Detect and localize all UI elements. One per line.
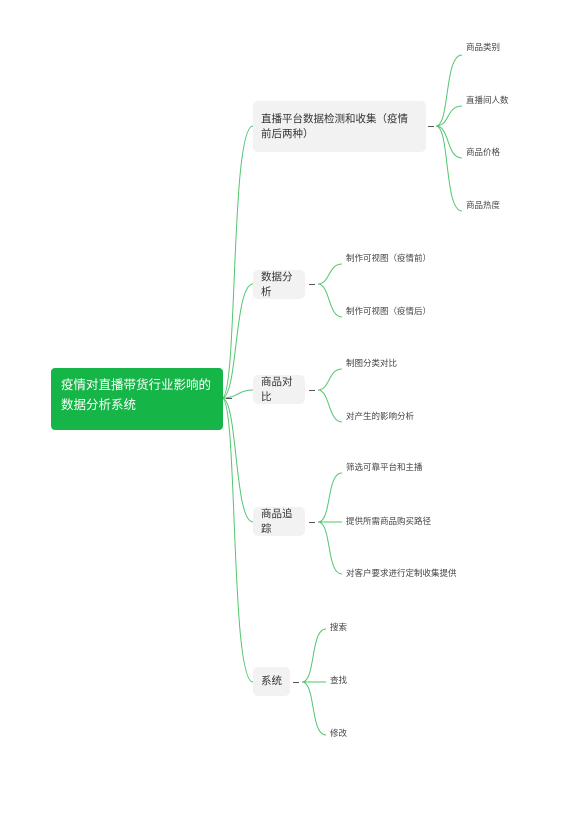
connector-root-branch-1: [221, 283, 254, 399]
leaf-item[interactable]: 商品类别: [466, 43, 501, 53]
branch-label: 直播平台数据检测和收集（疫情前后两种）: [261, 112, 408, 140]
leaf-item[interactable]: 筛选可靠平台和主播: [346, 463, 423, 473]
root-node[interactable]: 疫情对直播带货行业影响的数据分析系统: [51, 368, 223, 430]
root-title: 疫情对直播带货行业影响的数据分析系统: [61, 377, 212, 412]
branch-label: 商品追踪: [261, 507, 293, 535]
collapse-toggle-branch-2[interactable]: [309, 390, 315, 392]
leaf-item[interactable]: 搜索: [330, 623, 348, 633]
branch-node-product-comparison[interactable]: 商品对比: [253, 375, 305, 404]
connector-b1-c0: [317, 263, 343, 285]
branch-node-system[interactable]: 系统: [253, 667, 290, 696]
leaf-item[interactable]: 制作可视图（疫情前）: [346, 254, 432, 264]
connector-root-branch-3: [221, 397, 254, 523]
leaf-item[interactable]: 直播间人数: [466, 96, 509, 106]
connector-b2-c1: [317, 389, 343, 423]
leaf-item[interactable]: 查找: [330, 676, 348, 686]
leaf-item[interactable]: 制作可视图（疫情后）: [346, 307, 432, 317]
connector-b4-c2: [301, 681, 327, 736]
leaf-item[interactable]: 制图分类对比: [346, 359, 398, 369]
collapse-toggle-root[interactable]: [226, 398, 232, 400]
leaf-item[interactable]: 对产生的影响分析: [346, 412, 415, 422]
branch-node-product-tracking[interactable]: 商品追踪: [253, 507, 305, 536]
branch-label: 系统: [261, 675, 282, 687]
connector-root-branch-4: [221, 397, 254, 683]
branch-label: 商品对比: [261, 375, 293, 403]
connector-b3-c0: [317, 472, 343, 523]
leaf-item[interactable]: 提供所需商品购买路径: [346, 517, 432, 527]
connector-b0-c0: [435, 54, 463, 127]
leaf-item[interactable]: 对客户要求进行定制收集提供: [346, 569, 457, 579]
collapse-toggle-branch-1[interactable]: [309, 284, 315, 286]
connector-b2-c0: [317, 368, 343, 391]
connector-b4-c0: [301, 628, 327, 683]
connector-b1-c1: [317, 283, 343, 318]
connector-root-branch-2: [221, 389, 254, 399]
branch-node-data-analysis[interactable]: 数据分析: [253, 270, 305, 299]
connector-b3-c2: [317, 521, 343, 575]
branch-node-data-collection[interactable]: 直播平台数据检测和收集（疫情前后两种）: [253, 101, 426, 152]
leaf-item[interactable]: 商品价格: [466, 148, 501, 158]
connector-b0-c1: [435, 105, 463, 127]
leaf-item[interactable]: 修改: [330, 729, 348, 739]
connector-b0-c3: [435, 125, 463, 212]
collapse-toggle-branch-0[interactable]: [428, 126, 434, 128]
branch-label: 数据分析: [261, 270, 293, 298]
collapse-toggle-branch-4[interactable]: [293, 682, 299, 684]
collapse-toggle-branch-3[interactable]: [309, 522, 315, 524]
leaf-item[interactable]: 商品热度: [466, 201, 501, 211]
connector-b0-c2: [435, 125, 463, 159]
connector-root-branch-0: [221, 125, 254, 399]
